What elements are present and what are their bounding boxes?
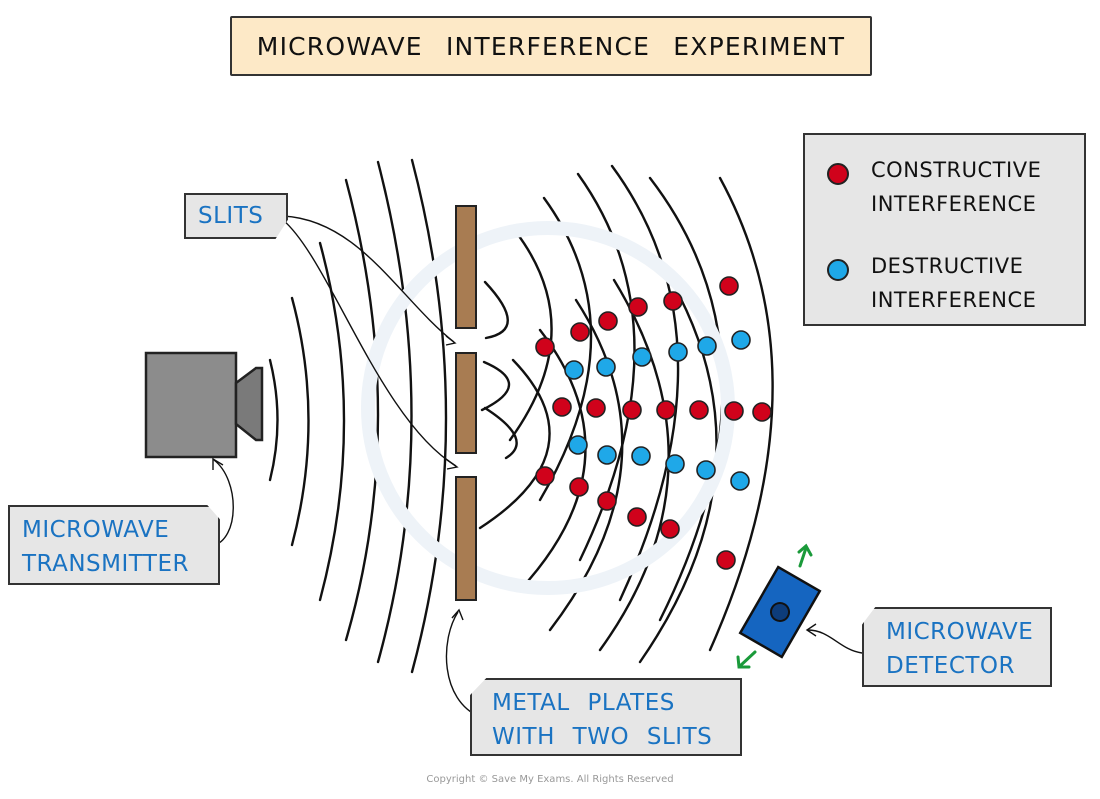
constructive-point-11 — [689, 400, 709, 420]
metal-plate-bottom — [455, 476, 477, 601]
detector-movement-arrows — [736, 543, 813, 669]
constructive-point-12 — [724, 401, 744, 421]
destructive-dot-icon — [827, 259, 849, 281]
constructive-point-2 — [570, 322, 590, 342]
destructive-point-9 — [631, 446, 651, 466]
metal-plate-middle — [455, 352, 477, 454]
destructive-point-4 — [668, 342, 688, 362]
destructive-point-1 — [564, 360, 584, 380]
constructive-point-9 — [622, 400, 642, 420]
transmitter-pointer — [211, 459, 234, 547]
legend-destructive-text: DESTRUCTIVE INTERFERENCE — [871, 249, 1036, 317]
metal-plates — [455, 205, 477, 601]
constructive-point-4 — [628, 297, 648, 317]
detector-label-line1: MICROWAVE — [886, 619, 1034, 645]
detector-label: MICROWAVE DETECTOR — [862, 607, 1052, 687]
detector-label-line2: DETECTOR — [886, 653, 1016, 679]
plates-label: METAL PLATES WITH TWO SLITS — [470, 678, 742, 756]
detector-pointer — [807, 629, 863, 654]
constructive-point-14 — [535, 466, 555, 486]
constructive-point-1 — [535, 337, 555, 357]
constructive-point-13 — [752, 402, 772, 422]
legend-item-destructive: DESTRUCTIVE INTERFERENCE — [827, 249, 1036, 317]
metal-plate-top — [455, 205, 477, 329]
slits-label: SLITS — [184, 193, 288, 239]
page-title: MICROWAVE INTERFERENCE EXPERIMENT — [256, 31, 846, 61]
microwave-detector — [738, 565, 822, 659]
constructive-point-6 — [719, 276, 739, 296]
destructive-point-7 — [568, 435, 588, 455]
destructive-point-3 — [632, 347, 652, 367]
constructive-point-8 — [586, 398, 606, 418]
constructive-points — [535, 276, 772, 570]
constructive-point-18 — [660, 519, 680, 539]
transmitter-label-line2: TRANSMITTER — [22, 551, 189, 577]
constructive-point-5 — [663, 291, 683, 311]
legend-destructive-line2: INTERFERENCE — [871, 288, 1037, 312]
destructive-point-10 — [665, 454, 685, 474]
slits-pointer-top — [282, 215, 455, 343]
slits-label-text: SLITS — [198, 203, 264, 229]
plates-label-line2: WITH TWO SLITS — [492, 724, 713, 750]
destructive-point-6 — [731, 330, 751, 350]
legend: CONSTRUCTIVE INTERFERENCE DESTRUCTIVE IN… — [803, 133, 1086, 326]
constructive-point-19 — [716, 550, 736, 570]
constructive-point-16 — [597, 491, 617, 511]
constructive-point-15 — [569, 477, 589, 497]
transmitter-label-line1: MICROWAVE — [22, 517, 170, 543]
slits-pointer-bottom — [282, 219, 457, 467]
plates-label-line1: METAL PLATES — [492, 690, 675, 716]
pointer-lines — [211, 215, 863, 718]
destructive-points — [564, 330, 751, 491]
legend-constructive-line2: INTERFERENCE — [871, 192, 1037, 216]
destructive-point-11 — [696, 460, 716, 480]
legend-constructive-line1: CONSTRUCTIVE — [871, 158, 1042, 182]
constructive-point-10 — [656, 400, 676, 420]
destructive-point-5 — [697, 336, 717, 356]
incident-wavefronts — [268, 158, 448, 674]
constructive-point-7 — [552, 397, 572, 417]
microwave-transmitter — [144, 351, 264, 459]
destructive-point-12 — [730, 471, 750, 491]
constructive-point-17 — [627, 507, 647, 527]
destructive-point-2 — [596, 357, 616, 377]
legend-item-constructive: CONSTRUCTIVE INTERFERENCE — [827, 153, 1041, 221]
title-box: MICROWAVE INTERFERENCE EXPERIMENT — [230, 16, 872, 76]
constructive-dot-icon — [827, 163, 849, 185]
legend-constructive-text: CONSTRUCTIVE INTERFERENCE — [871, 153, 1041, 221]
destructive-point-8 — [597, 445, 617, 465]
plates-pointer — [445, 611, 481, 718]
legend-destructive-line1: DESTRUCTIVE — [871, 254, 1024, 278]
copyright-notice: Copyright © Save My Exams. All Rights Re… — [426, 774, 674, 785]
constructive-point-3 — [598, 311, 618, 331]
transmitter-label: MICROWAVE TRANSMITTER — [8, 505, 220, 585]
